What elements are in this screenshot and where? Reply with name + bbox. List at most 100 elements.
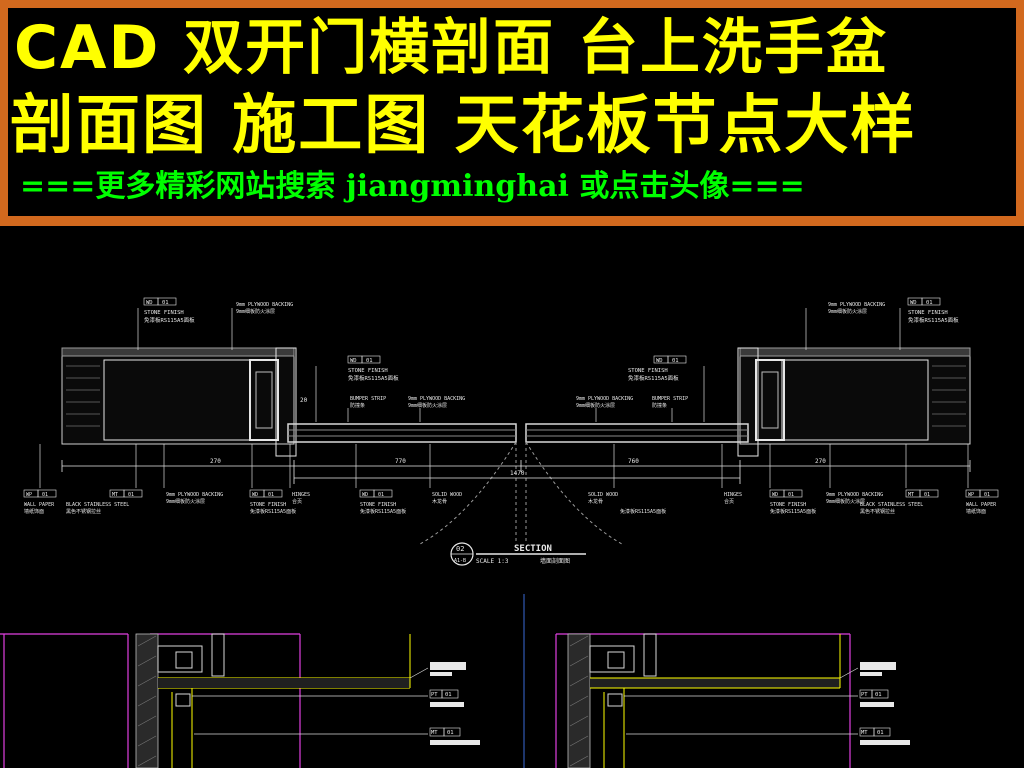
svg-text:免漆板RS115A5面板: 免漆板RS115A5面板: [360, 508, 406, 515]
svg-text:WD: WD: [910, 300, 917, 306]
svg-text:01: 01: [268, 492, 274, 498]
svg-text:9mm PLYWOOD BACKING: 9mm PLYWOOD BACKING: [826, 492, 883, 498]
svg-text:WALL PAPER: WALL PAPER: [966, 502, 997, 508]
dim-right: 270: [815, 458, 826, 465]
note-stone-door-left: WD 01 STONE FINISH 免漆板RS115A5面板: [359, 489, 406, 515]
note-hinge-right: HINGES 合页: [724, 492, 742, 505]
banner-title-line-1: CAD 双开门横剖面 台上洗手盆: [14, 13, 889, 83]
left-wall-hatch: [66, 365, 100, 427]
detail-left: [0, 633, 429, 768]
section-marker-sheet: A1-B: [454, 558, 466, 564]
note-solid-wood-left: SOLID WOOD 木龙骨: [432, 492, 462, 505]
detail-right: [555, 633, 859, 768]
svg-text:01: 01: [875, 692, 882, 698]
svg-text:01: 01: [984, 492, 990, 498]
detail-right-hatch: [569, 635, 589, 767]
note-stainless-right: MT 01 BLACK STAINLESS STEEL 黑色不锈钢拉丝: [860, 489, 939, 515]
door-leaf-left: [287, 423, 517, 443]
section-subtitle: 墙面剖面图: [540, 557, 570, 565]
svg-text:合页: 合页: [292, 498, 302, 505]
svg-text:PT: PT: [431, 692, 438, 698]
svg-text:9mm细板防火涂层: 9mm细板防火涂层: [576, 402, 615, 409]
dim-door-left: 770: [395, 458, 406, 465]
note-plywood-bottom-right: 9mm PLYWOOD BACKING 9mm细板防火涂层: [826, 492, 883, 505]
dim-left: 270: [210, 458, 221, 465]
svg-text:WD: WD: [350, 358, 357, 364]
annotation-bottom-row: WP 01 WALL PAPER 墙纸饰面 MT 01 BLACK STAINL…: [23, 489, 999, 515]
svg-text:SOLID WOOD: SOLID WOOD: [432, 492, 462, 498]
left-wall-section: [61, 347, 297, 457]
svg-text:01: 01: [447, 730, 454, 736]
cad-drawing: 270 770 1470 760 270 20 WD: [0, 297, 999, 768]
svg-text:9mm细板防火涂层: 9mm细板防火涂层: [236, 308, 275, 315]
svg-text:01: 01: [445, 692, 452, 698]
section-title: SECTION: [514, 544, 552, 554]
section-marker-number: 02: [456, 545, 464, 553]
svg-text:MT: MT: [431, 730, 438, 736]
svg-text:WP: WP: [968, 492, 974, 498]
svg-text:01: 01: [926, 300, 933, 306]
svg-text:9mm PLYWOOD BACKING: 9mm PLYWOOD BACKING: [408, 396, 465, 402]
note-stainless-left: MT 01 BLACK STAINLESS STEEL 黑色不锈钢拉丝: [66, 489, 143, 515]
svg-text:WALL PAPER: WALL PAPER: [24, 502, 55, 508]
svg-text:9mm PLYWOOD BACKING: 9mm PLYWOOD BACKING: [828, 302, 885, 308]
leader-lines: [39, 308, 969, 488]
svg-text:9mm细板防火涂层: 9mm细板防火涂层: [166, 498, 205, 505]
annotation-top-right-plywood: 9mm PLYWOOD BACKING 9mm细板防火涂层: [828, 302, 885, 315]
svg-text:PT: PT: [861, 692, 868, 698]
svg-text:01: 01: [366, 358, 373, 364]
svg-text:木龙骨: 木龙骨: [432, 498, 447, 505]
svg-text:MT: MT: [861, 730, 868, 736]
dim-overall: 1470: [510, 470, 525, 477]
svg-text:01: 01: [162, 300, 169, 306]
dimension-lines: [61, 460, 971, 484]
annotation-mid-right: WD 01 STONE FINISH 免漆板RS115A5面板 9mm PLYW…: [576, 355, 688, 409]
banner-inner: [8, 8, 1016, 216]
svg-text:BLACK STAINLESS STEEL: BLACK STAINLESS STEEL: [860, 502, 923, 508]
door-swing-arcs: [419, 441, 623, 545]
svg-text:HINGES: HINGES: [292, 492, 310, 498]
svg-text:HINGES: HINGES: [724, 492, 742, 498]
svg-text:BUMPER STRIP: BUMPER STRIP: [350, 396, 386, 402]
svg-text:WD: WD: [656, 358, 663, 364]
note-wall-paper-right: WP 01 WALL PAPER 墙纸饰面: [965, 489, 999, 515]
right-wall-hatch: [932, 365, 966, 427]
note-solid-wood-right: SOLID WOOD 木龙骨 免漆板RS115A5面板: [588, 492, 666, 515]
svg-text:WD: WD: [146, 300, 153, 306]
dim-door-right: 760: [628, 458, 639, 465]
dim-small: 20: [300, 397, 308, 404]
svg-text:WD: WD: [772, 492, 778, 498]
note-wall-paper-left: WP 01 WALL PAPER 墙纸饰面: [23, 489, 57, 515]
svg-text:MT: MT: [112, 492, 118, 498]
svg-text:木龙骨: 木龙骨: [588, 498, 603, 505]
svg-text:黑色不锈钢拉丝: 黑色不锈钢拉丝: [66, 508, 101, 515]
svg-text:SOLID WOOD: SOLID WOOD: [588, 492, 618, 498]
note-hinge-left: HINGES 合页: [292, 492, 310, 505]
svg-text:BLACK STAINLESS STEEL: BLACK STAINLESS STEEL: [66, 502, 129, 508]
svg-text:9mm PLYWOOD BACKING: 9mm PLYWOOD BACKING: [236, 302, 293, 308]
svg-text:WD: WD: [252, 492, 258, 498]
door-leaf-right: [525, 423, 749, 443]
svg-text:9mm细板防火涂层: 9mm细板防火涂层: [408, 402, 447, 409]
svg-text:9mm PLYWOOD BACKING: 9mm PLYWOOD BACKING: [576, 396, 633, 402]
svg-text:STONE FINISH: STONE FINISH: [770, 502, 806, 508]
svg-text:STONE FINISH: STONE FINISH: [144, 310, 184, 316]
svg-text:免漆板RS115A5面板: 免漆板RS115A5面板: [250, 508, 296, 515]
svg-text:WP: WP: [26, 492, 32, 498]
svg-text:01: 01: [128, 492, 134, 498]
svg-text:01: 01: [788, 492, 794, 498]
svg-text:9mm细板防火涂层: 9mm细板防火涂层: [826, 498, 865, 505]
svg-text:免漆板RS115A5面板: 免漆板RS115A5面板: [770, 508, 816, 515]
note-stone-bottom-left: WD 01 STONE FINISH 免漆板RS115A5面板: [249, 489, 296, 515]
svg-text:STONE FINISH: STONE FINISH: [250, 502, 286, 508]
svg-text:免漆板RS115A5面板: 免漆板RS115A5面板: [348, 374, 399, 382]
svg-text:WD: WD: [362, 492, 368, 498]
svg-text:STONE FINISH: STONE FINISH: [360, 502, 396, 508]
banner-search-hint: ===更多精彩网站搜索 jiangminghai 或点击头像===: [20, 169, 805, 204]
svg-text:9mm细板防火涂层: 9mm细板防火涂层: [828, 308, 867, 315]
svg-text:免漆板RS115A5面板: 免漆板RS115A5面板: [144, 316, 195, 324]
svg-text:01: 01: [924, 492, 930, 498]
section-scale: SCALE 1:3: [476, 558, 509, 565]
annotation-top-left-plywood: 9mm PLYWOOD BACKING 9mm细板防火涂层: [236, 302, 293, 315]
svg-text:STONE FINISH: STONE FINISH: [348, 368, 388, 374]
